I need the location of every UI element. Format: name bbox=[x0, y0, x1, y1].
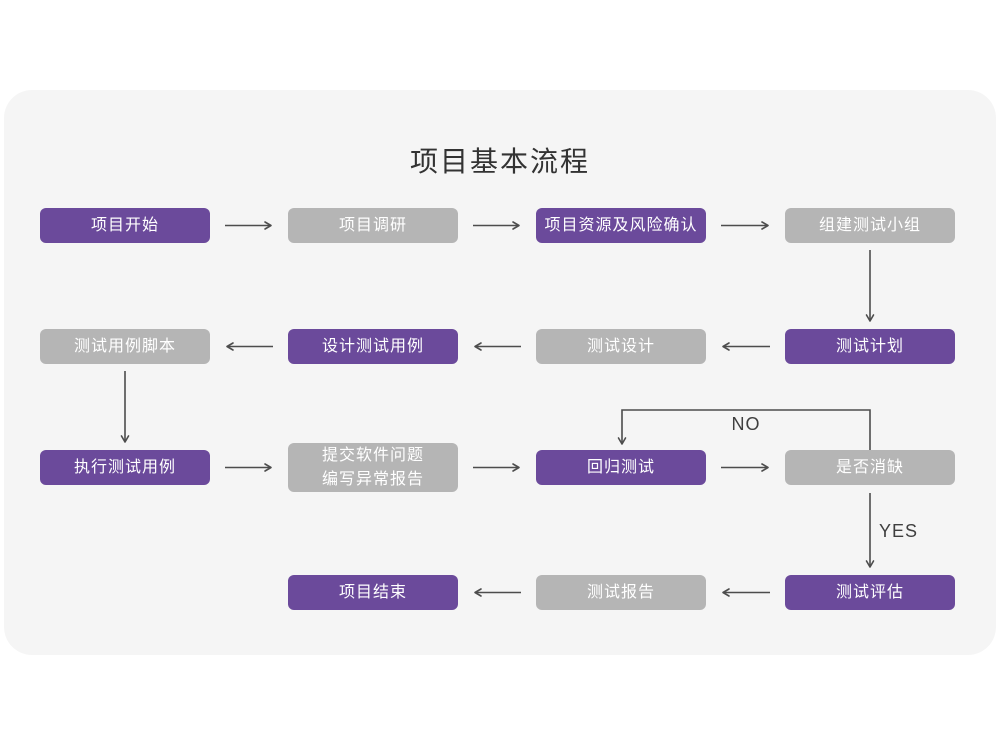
node-project-start: 项目开始 bbox=[40, 208, 210, 243]
node-execute-test-case: 执行测试用例 bbox=[40, 450, 210, 485]
node-project-end: 项目结束 bbox=[288, 575, 458, 610]
flowchart-card bbox=[4, 90, 996, 655]
node-build-test-team: 组建测试小组 bbox=[785, 208, 955, 243]
node-resource-risk: 项目资源及风险确认 bbox=[536, 208, 706, 243]
node-test-design: 测试设计 bbox=[536, 329, 706, 364]
node-test-evaluate: 测试评估 bbox=[785, 575, 955, 610]
node-design-test-case: 设计测试用例 bbox=[288, 329, 458, 364]
node-test-case-script: 测试用例脚本 bbox=[40, 329, 210, 364]
page-title: 项目基本流程 bbox=[409, 146, 590, 177]
branch-label-yes: YES bbox=[879, 521, 919, 541]
node-regression-test: 回归测试 bbox=[536, 450, 706, 485]
node-test-plan: 测试计划 bbox=[785, 329, 955, 364]
node-defect-cleared: 是否消缺 bbox=[785, 450, 955, 485]
node-project-research: 项目调研 bbox=[288, 208, 458, 243]
node-test-report: 测试报告 bbox=[536, 575, 706, 610]
branch-label-no: NO bbox=[731, 414, 761, 434]
node-submit-issues: 提交软件问题 编写异常报告 bbox=[288, 443, 458, 492]
